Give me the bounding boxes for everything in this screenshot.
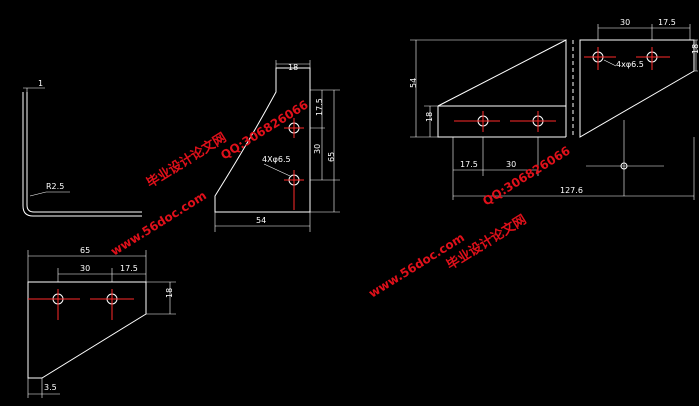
right-bottom-edge-label: 17.5 [460, 160, 478, 169]
top-height-label: 65 [327, 152, 336, 162]
right-bottom-spacing-label: 30 [506, 160, 516, 169]
right-bracket-view: 54 18 30 17.5 4xφ6.5 18 17.5 30 127.6 [409, 18, 699, 200]
flat-edge-label: 17.5 [120, 264, 138, 273]
flat-pattern-view: 65 30 17.5 18 3.5 [27, 246, 176, 398]
watermark-group-upper: 毕业设计论文网 QQ:306826066 www.56doc.com [108, 97, 311, 258]
top-width-label: 18 [288, 63, 298, 72]
flat-height-label: 18 [165, 288, 174, 298]
right-height-label: 54 [409, 78, 418, 88]
flat-length-label: 65 [80, 246, 90, 255]
side-bend-radius-label: R2.5 [46, 182, 64, 191]
top-offset1-label: 17.5 [315, 98, 324, 116]
top-base-label: 54 [256, 216, 266, 225]
flat-bottom-label: 3.5 [44, 383, 57, 392]
right-center-mark [620, 162, 628, 170]
right-edge-label: 17.5 [658, 18, 676, 27]
right-total-label: 127.6 [560, 186, 583, 195]
right-hole-spec-label: 4xφ6.5 [616, 60, 644, 69]
top-hole-spec-label: 4Xφ6.5 [262, 155, 291, 164]
watermark-qq-lower: QQ:306826066 [480, 143, 573, 208]
watermark-site-upper: www.56doc.com [108, 188, 209, 258]
right-spacing-label: 30 [620, 18, 630, 27]
watermark-brand-upper: 毕业设计论文网 [144, 130, 230, 192]
side-thickness-label: 1 [38, 79, 43, 88]
right-right-height-label: 18 [691, 44, 699, 54]
top-bracket-view: 18 17.5 30 65 4Xφ6.5 54 [214, 60, 340, 232]
side-profile-view: 1 R2.5 [22, 79, 142, 217]
right-left-height-label: 18 [425, 112, 434, 122]
watermark-qq-upper: QQ:306826066 [218, 97, 311, 162]
top-offset2-label: 30 [313, 144, 322, 154]
flat-spacing-label: 30 [80, 264, 90, 273]
